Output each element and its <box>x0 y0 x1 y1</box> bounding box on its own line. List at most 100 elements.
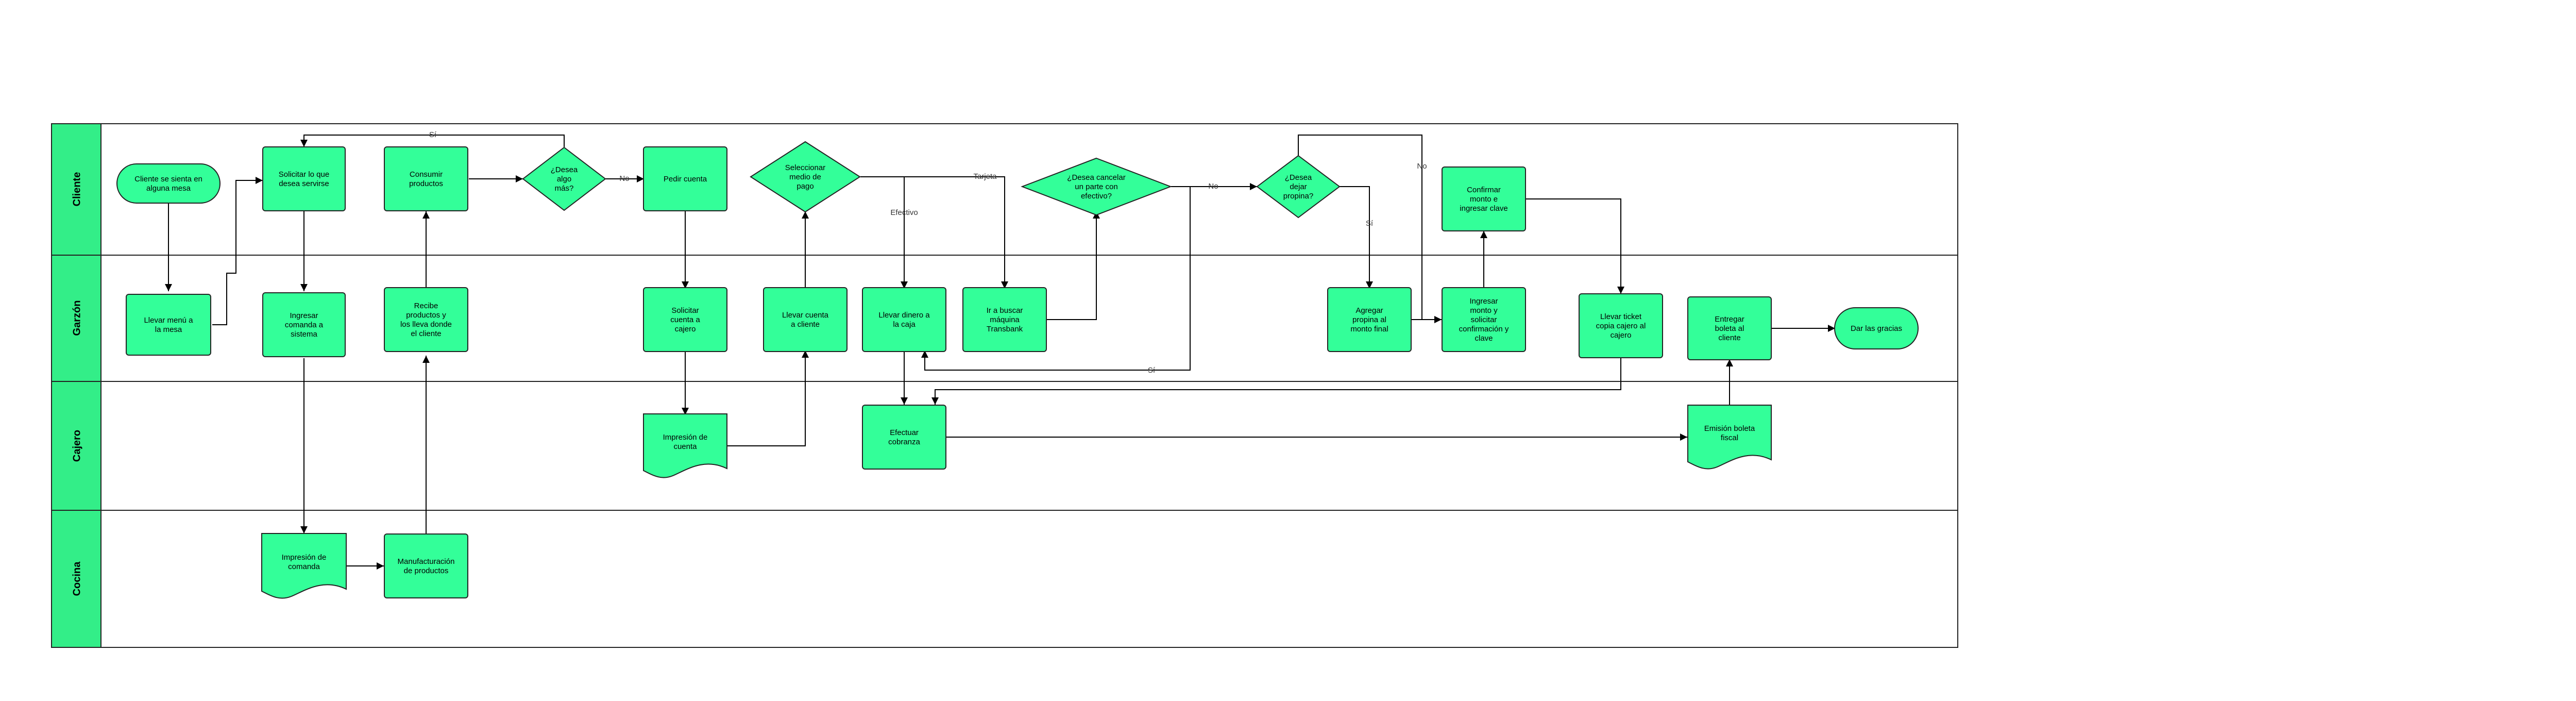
lane-label-cajero: Cajero <box>71 430 82 462</box>
edge-label-si-tip: Sí <box>1366 219 1374 228</box>
edge-label-no-more: No <box>619 174 629 183</box>
node-shape <box>1327 287 1412 352</box>
node-shape <box>1687 405 1772 470</box>
edge-n18-n15-yes <box>921 186 1191 371</box>
node-shape <box>763 287 848 352</box>
lane-label-garzon: Garzón <box>71 301 82 336</box>
node-shape <box>1442 287 1526 352</box>
node-label: Pedir cuenta <box>664 175 707 183</box>
node-shape <box>126 294 211 356</box>
node-shape <box>1256 155 1341 219</box>
node-shape <box>1021 157 1172 216</box>
flow-node-process: Pedir cuenta <box>643 146 727 211</box>
node-shape <box>384 533 468 598</box>
lane-label-cliente: Cliente <box>71 172 82 207</box>
edge-label-no-cash: No <box>1208 182 1218 191</box>
edge-n19-n20-yes <box>1340 186 1373 289</box>
node-shape <box>862 287 946 352</box>
node-shape <box>862 405 946 470</box>
node-shape <box>643 413 727 478</box>
edge-n14-n17-card <box>904 176 1008 289</box>
connectors <box>165 135 1835 570</box>
lane-label-cocina: Cocina <box>71 561 82 596</box>
node-shape <box>384 287 468 352</box>
edge-n9-n3-yes <box>300 135 565 147</box>
node-shape <box>1442 166 1526 231</box>
lane-header-column <box>51 123 101 648</box>
node-shape <box>1834 307 1919 349</box>
node-shape <box>262 292 346 357</box>
edge-label-efectivo: Efectivo <box>890 208 918 217</box>
node-shape <box>262 146 346 211</box>
node-shape <box>643 146 727 211</box>
node-shape <box>643 287 727 352</box>
edge-n17-n18 <box>1046 211 1100 320</box>
edge-label-si-loop: Sí <box>429 130 437 139</box>
node-shape <box>1579 293 1663 358</box>
edge-n12-n13 <box>726 350 809 446</box>
edge-labels: Sí No Tarjeta Efectivo No Sí No Sí <box>429 130 1427 375</box>
node-shape <box>384 146 468 211</box>
edge-label-tarjeta: Tarjeta <box>973 172 997 181</box>
node-shape <box>261 533 347 599</box>
flow-node-terminal: Dar las gracias <box>1834 307 1919 349</box>
edge-label-no-tip: No <box>1417 162 1427 171</box>
edge-n23-n16 <box>931 357 1621 405</box>
edge-n2-n3 <box>212 177 263 325</box>
node-shape <box>750 141 861 213</box>
node-shape <box>962 287 1047 352</box>
node-label: Dar las gracias <box>1851 324 1902 333</box>
node-shape <box>116 163 221 204</box>
edge-n22-n23 <box>1525 198 1624 294</box>
node-shape <box>1687 296 1772 360</box>
node-shape <box>522 146 606 211</box>
edge-label-si-cash: Sí <box>1148 366 1156 375</box>
